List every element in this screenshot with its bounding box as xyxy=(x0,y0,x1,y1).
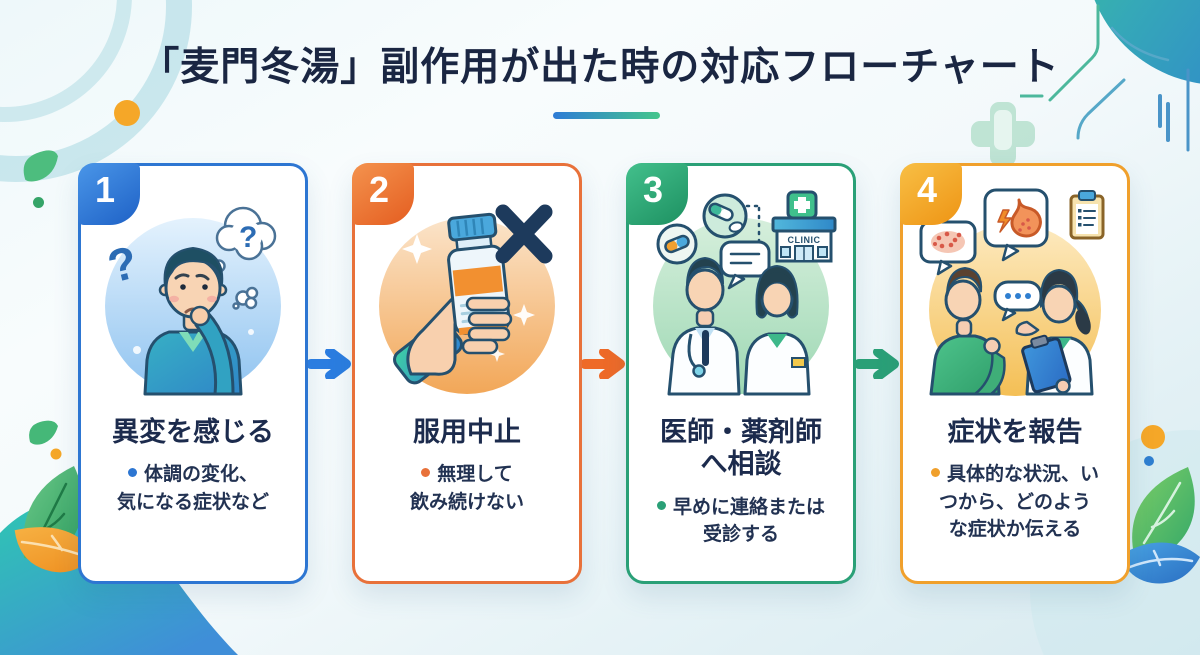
step-number-badge: 1 xyxy=(78,163,140,225)
flow-arrow-icon xyxy=(856,349,899,379)
step-title: 医師・薬剤師 へ相談 xyxy=(660,417,822,480)
title-underline xyxy=(553,112,660,119)
step-title: 服用中止 xyxy=(413,417,521,447)
step-card-3: 3 xyxy=(626,163,856,584)
bullet-dot xyxy=(656,500,666,510)
worried-person-thinking-illustration: ? ? xyxy=(81,182,305,398)
orange-dot-decoration xyxy=(114,100,140,126)
step-card-2: 2 xyxy=(352,163,582,584)
arrow-gap xyxy=(856,163,900,584)
bullet-dot xyxy=(421,468,431,478)
step-detail: 早めに連絡または 受診する xyxy=(639,494,843,549)
report-symptoms-illustration xyxy=(903,182,1127,398)
step-title: 異変を感じる xyxy=(112,417,274,447)
leaves-decoration xyxy=(14,420,97,573)
arrow-gap xyxy=(582,163,626,584)
leaf-decoration xyxy=(23,150,58,182)
doctor-pharmacist-illustration: CLINIC xyxy=(629,182,853,398)
step-title: 症状を報告 xyxy=(947,417,1083,447)
leaves-decoration xyxy=(1120,425,1200,584)
step-detail: 無理して 飲み続けない xyxy=(409,464,524,513)
medical-cross-decoration xyxy=(971,102,1035,166)
clinic-sign-label: CLINIC xyxy=(788,235,821,245)
step-card-4: 4 xyxy=(900,163,1130,584)
flowchart-steps: 1 ? xyxy=(78,163,1130,584)
circuit-lines-decoration xyxy=(1020,4,1190,152)
flow-arrow-icon xyxy=(582,349,625,379)
flow-arrow-icon xyxy=(308,349,351,379)
step-number-badge: 2 xyxy=(352,163,414,225)
step-card-1: 1 ? xyxy=(78,163,308,584)
bullet-dot xyxy=(930,468,940,478)
step-number-badge: 3 xyxy=(626,163,688,225)
bullet-dot xyxy=(127,468,137,478)
green-dot-decoration xyxy=(33,197,44,208)
svg-text:?: ? xyxy=(239,221,257,254)
step-detail: 具体的な状況、い つから、どのよう な症状か伝える xyxy=(913,461,1117,544)
step-detail: 体調の変化、 気になる症状など xyxy=(116,464,269,513)
stop-medicine-illustration xyxy=(355,182,579,398)
arrow-gap xyxy=(308,163,352,584)
step-number-badge: 4 xyxy=(900,163,962,225)
page-title: 「麦門冬湯」副作用が出た時の対応フローチャート xyxy=(140,46,1060,89)
